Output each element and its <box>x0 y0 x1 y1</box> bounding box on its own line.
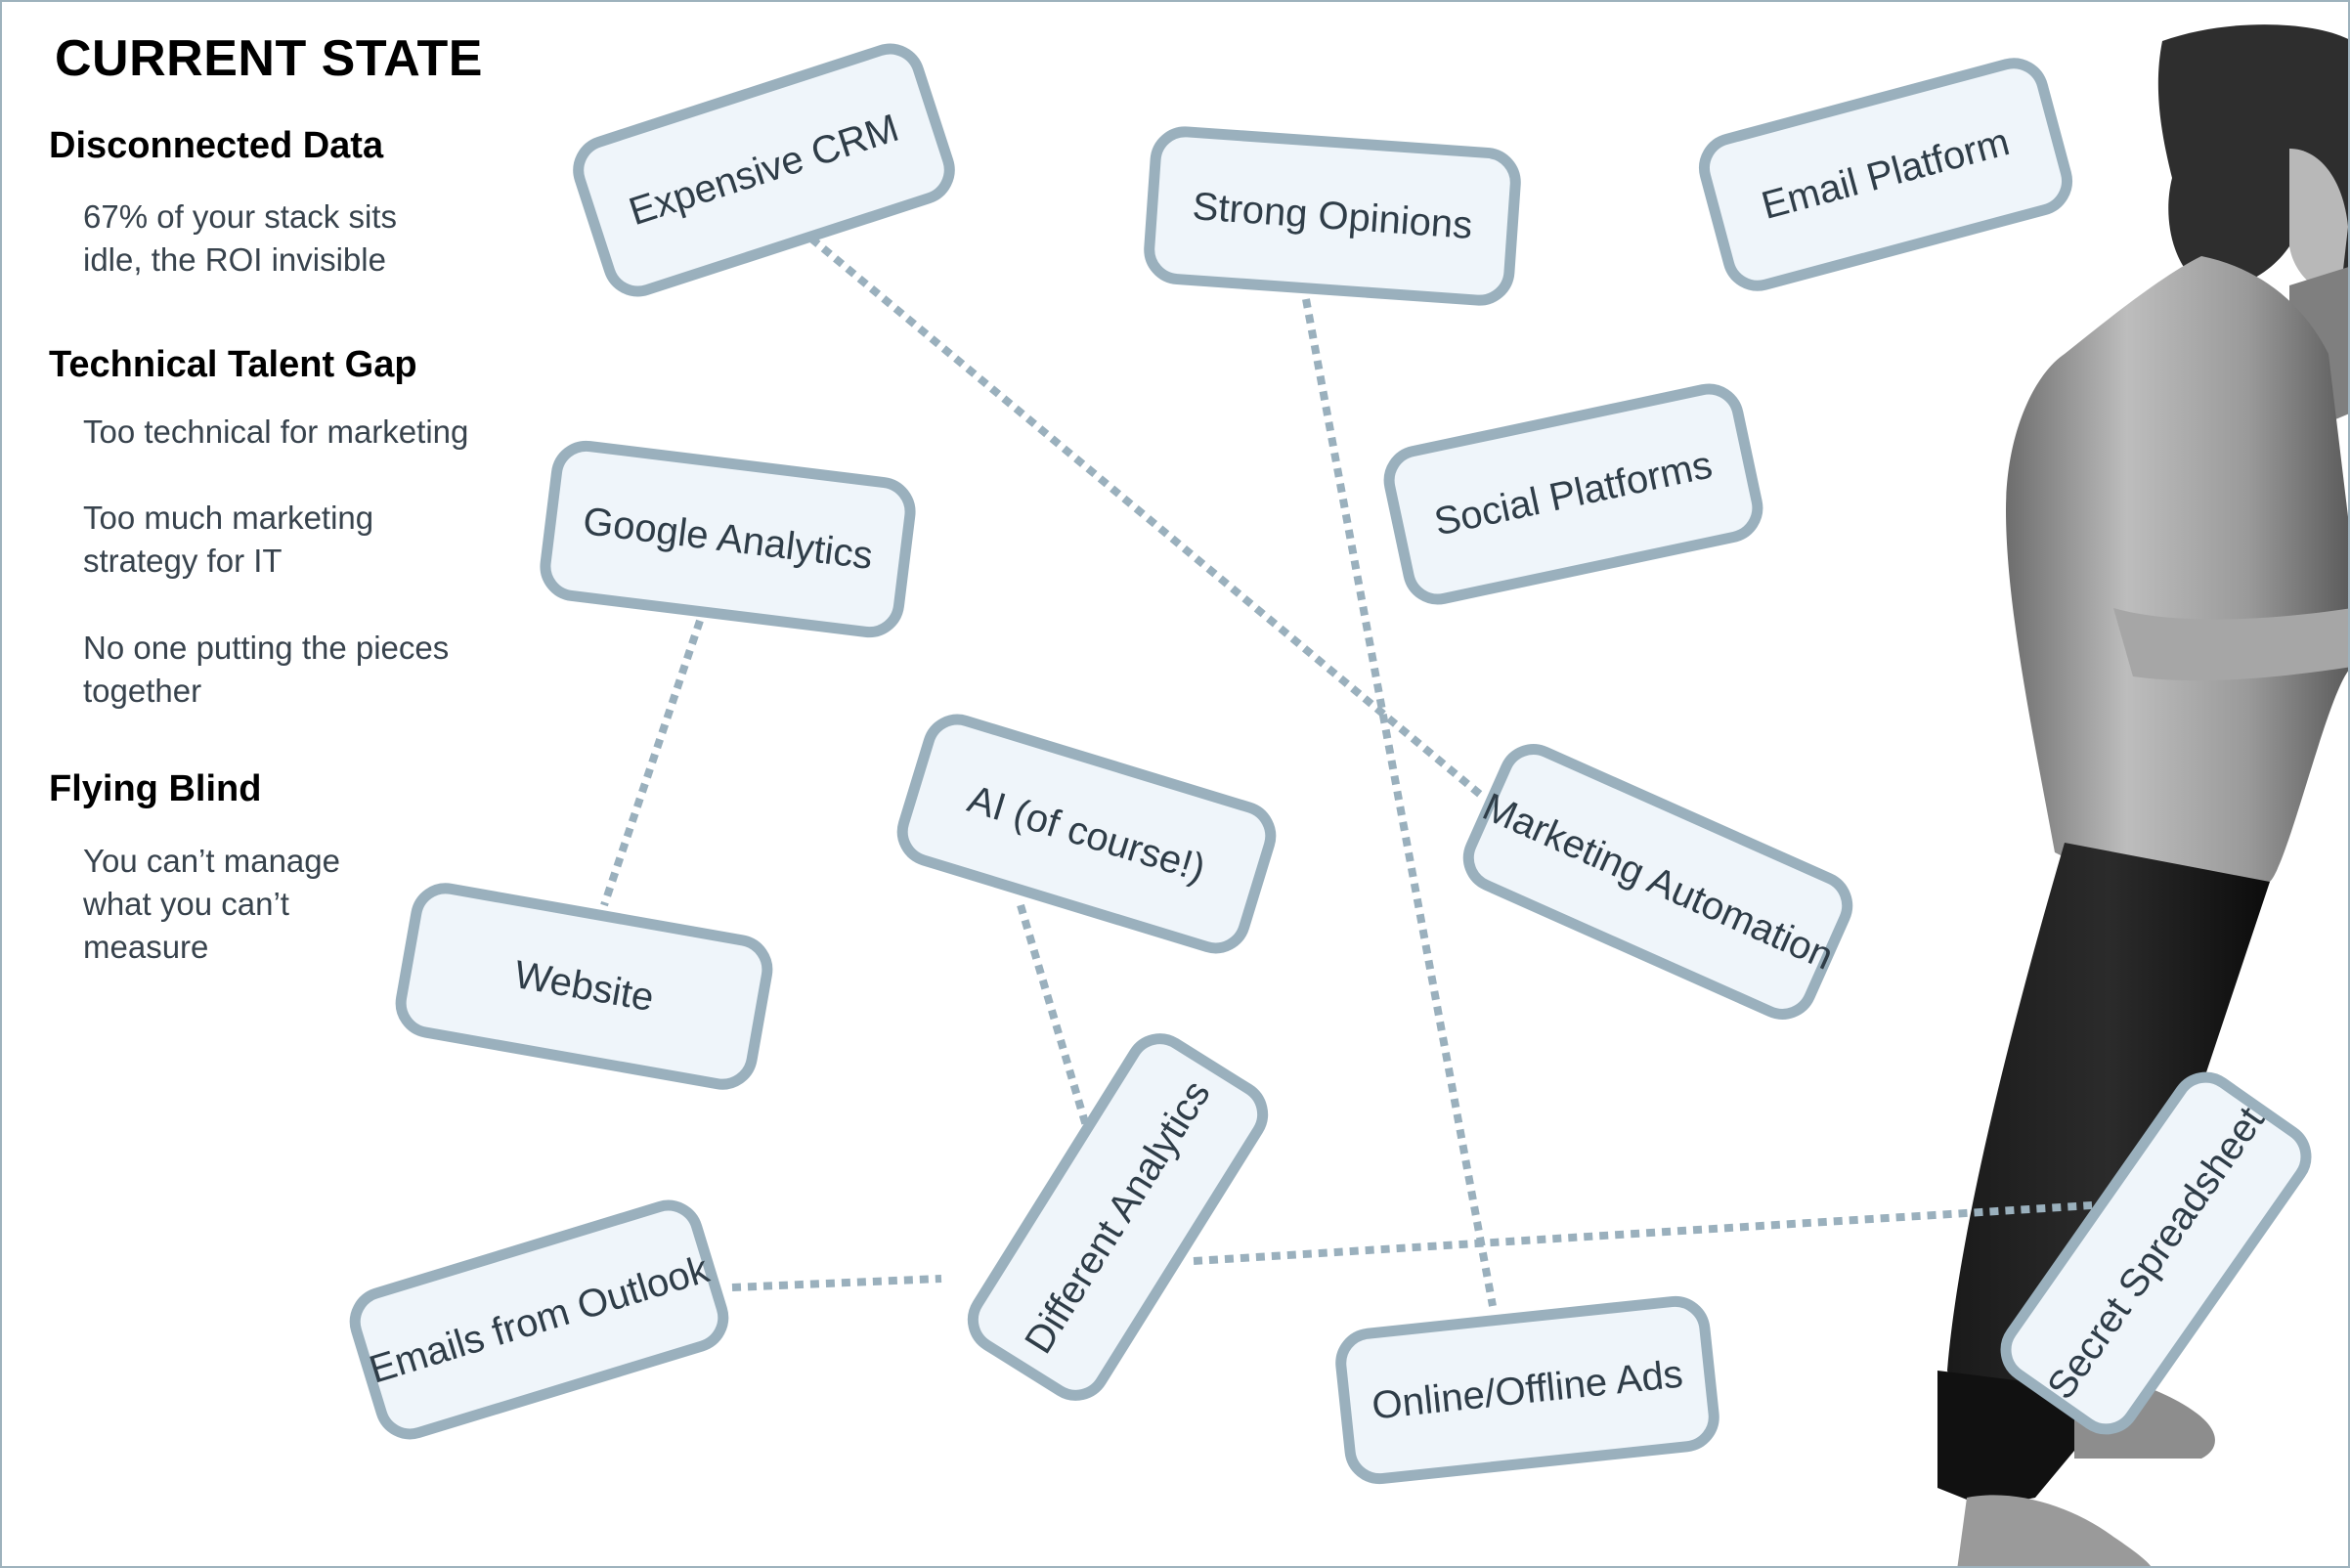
heading-disconnected-data: Disconnected Data <box>49 125 384 166</box>
text-too-technical: Too technical for marketing <box>83 411 468 454</box>
text-no-one-putting-pieces: No one putting the pieces together <box>83 627 449 713</box>
shoe-back <box>1957 1495 2152 1566</box>
forearm <box>2113 608 2348 681</box>
card-label: Online/Offline Ads <box>1370 1351 1685 1428</box>
connector-ga-website <box>600 619 704 907</box>
text-cant-manage: You can’t manage what you can’t measure <box>83 840 340 969</box>
face <box>2289 149 2348 295</box>
card-label: Website <box>510 952 658 1020</box>
heading-flying-blind: Flying Blind <box>49 768 262 809</box>
pants <box>1947 843 2270 1410</box>
text-line: 67% of your stack sits <box>83 198 397 235</box>
connector-opinions-ads <box>1302 298 1497 1307</box>
text-line: Too technical for marketing <box>83 414 469 450</box>
text-line: No one putting the pieces <box>83 630 450 666</box>
text-line: Too much marketing <box>83 500 374 536</box>
text-line: measure <box>83 929 209 965</box>
text-too-much-marketing: Too much marketing strategy for IT <box>83 497 373 583</box>
text-stack-idle: 67% of your stack sits idle, the ROI inv… <box>83 196 397 282</box>
connector-outlook-different-analytics <box>731 1275 942 1291</box>
text-line: together <box>83 673 202 709</box>
text-line: what you can’t <box>83 886 289 922</box>
person-photo <box>1937 24 2348 1566</box>
connector-different-analytics-spreadsheet <box>1193 1201 2093 1265</box>
card-label: Social Platforms <box>1430 443 1717 544</box>
text-line: You can’t manage <box>83 843 340 879</box>
text-line: idle, the ROI invisible <box>83 241 386 278</box>
heading-technical-talent-gap: Technical Talent Gap <box>49 344 417 385</box>
connector-ai-different-analytics <box>1017 903 1091 1131</box>
connector-crm-marketing-automation <box>808 235 1486 801</box>
card-strong-opinions[interactable]: Strong Opinions <box>1141 123 1524 309</box>
card-label: Expensive CRM <box>624 106 904 234</box>
card-label: Email Platform <box>1757 120 2015 228</box>
card-label: Strong Opinions <box>1191 184 1474 247</box>
page-title: CURRENT STATE <box>55 30 483 87</box>
card-label: Google Analytics <box>581 500 876 578</box>
text-line: strategy for IT <box>83 543 283 579</box>
card-label: AI (of course!) <box>963 776 1211 891</box>
sweater <box>2006 256 2348 890</box>
